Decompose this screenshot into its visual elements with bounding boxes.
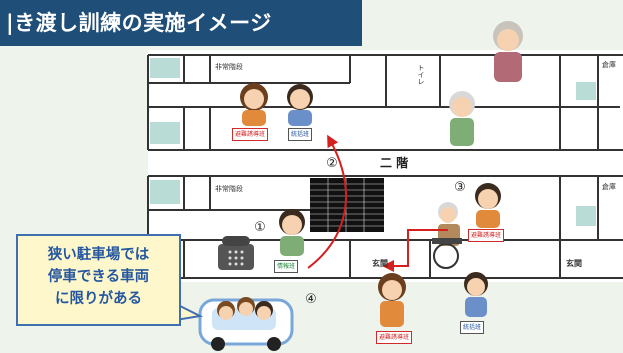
step-number-2: ② bbox=[326, 156, 338, 171]
tag-evac-right: 避難誘導班 bbox=[468, 229, 505, 242]
page-title: |き渡し訓練の実施イメージ bbox=[6, 11, 272, 35]
label-storage-bottom: 倉庫 bbox=[602, 183, 616, 191]
callout-line-1: 狭い駐車場では bbox=[47, 247, 150, 263]
stairs-grid bbox=[310, 178, 384, 232]
label-storage-top: 倉庫 bbox=[602, 61, 616, 69]
person-wheelchair bbox=[432, 202, 462, 269]
tag-info: 情報班 bbox=[274, 260, 299, 273]
family-car-icon bbox=[198, 297, 294, 351]
step-number-3: ③ bbox=[454, 180, 466, 195]
label-toilet: トイレ bbox=[417, 64, 425, 85]
label-entrance-left: 玄関 bbox=[372, 259, 388, 268]
person-coord-top bbox=[287, 84, 313, 126]
tag-coord-bottom: 統括班 bbox=[460, 321, 485, 334]
flow-arrows bbox=[307, 134, 448, 272]
person-evac-bottom bbox=[378, 273, 406, 327]
person-evac-right bbox=[475, 183, 501, 228]
floor-divider-band bbox=[148, 153, 623, 172]
callout-box: 狭い駐車場では 停車できる車両 に限りがある bbox=[16, 234, 181, 326]
person-elder-man-top bbox=[449, 91, 475, 146]
upper-floor-walls bbox=[147, 54, 623, 151]
person-coord-bottom bbox=[464, 272, 488, 317]
title-banner: |き渡し訓練の実施イメージ bbox=[0, 0, 362, 46]
telephone-icon bbox=[218, 236, 254, 270]
person-evac-top bbox=[240, 83, 268, 126]
step-number-1: ① bbox=[254, 220, 266, 235]
callout-line-3: に限りがある bbox=[55, 291, 142, 307]
step-number-4: ④ bbox=[305, 292, 317, 307]
person-info bbox=[279, 209, 305, 256]
tag-evac-top: 避難誘導班 bbox=[232, 128, 269, 141]
label-emergency-stairs-top: 非常階段 bbox=[215, 63, 243, 71]
upper-teal-doors bbox=[150, 58, 596, 144]
label-emergency-stairs-bottom: 非常階段 bbox=[215, 185, 243, 193]
floor-label: 二 階 bbox=[380, 156, 409, 170]
label-entrance-right: 玄関 bbox=[566, 259, 582, 268]
callout-text: 狭い駐車場では 停車できる車両 に限りがある bbox=[18, 244, 179, 310]
tag-coord-top: 統括班 bbox=[288, 128, 313, 141]
callout-line-2: 停車できる車両 bbox=[47, 269, 150, 285]
person-elder-woman-top bbox=[493, 21, 523, 82]
tag-evac-bottom: 避難誘導班 bbox=[376, 331, 413, 344]
